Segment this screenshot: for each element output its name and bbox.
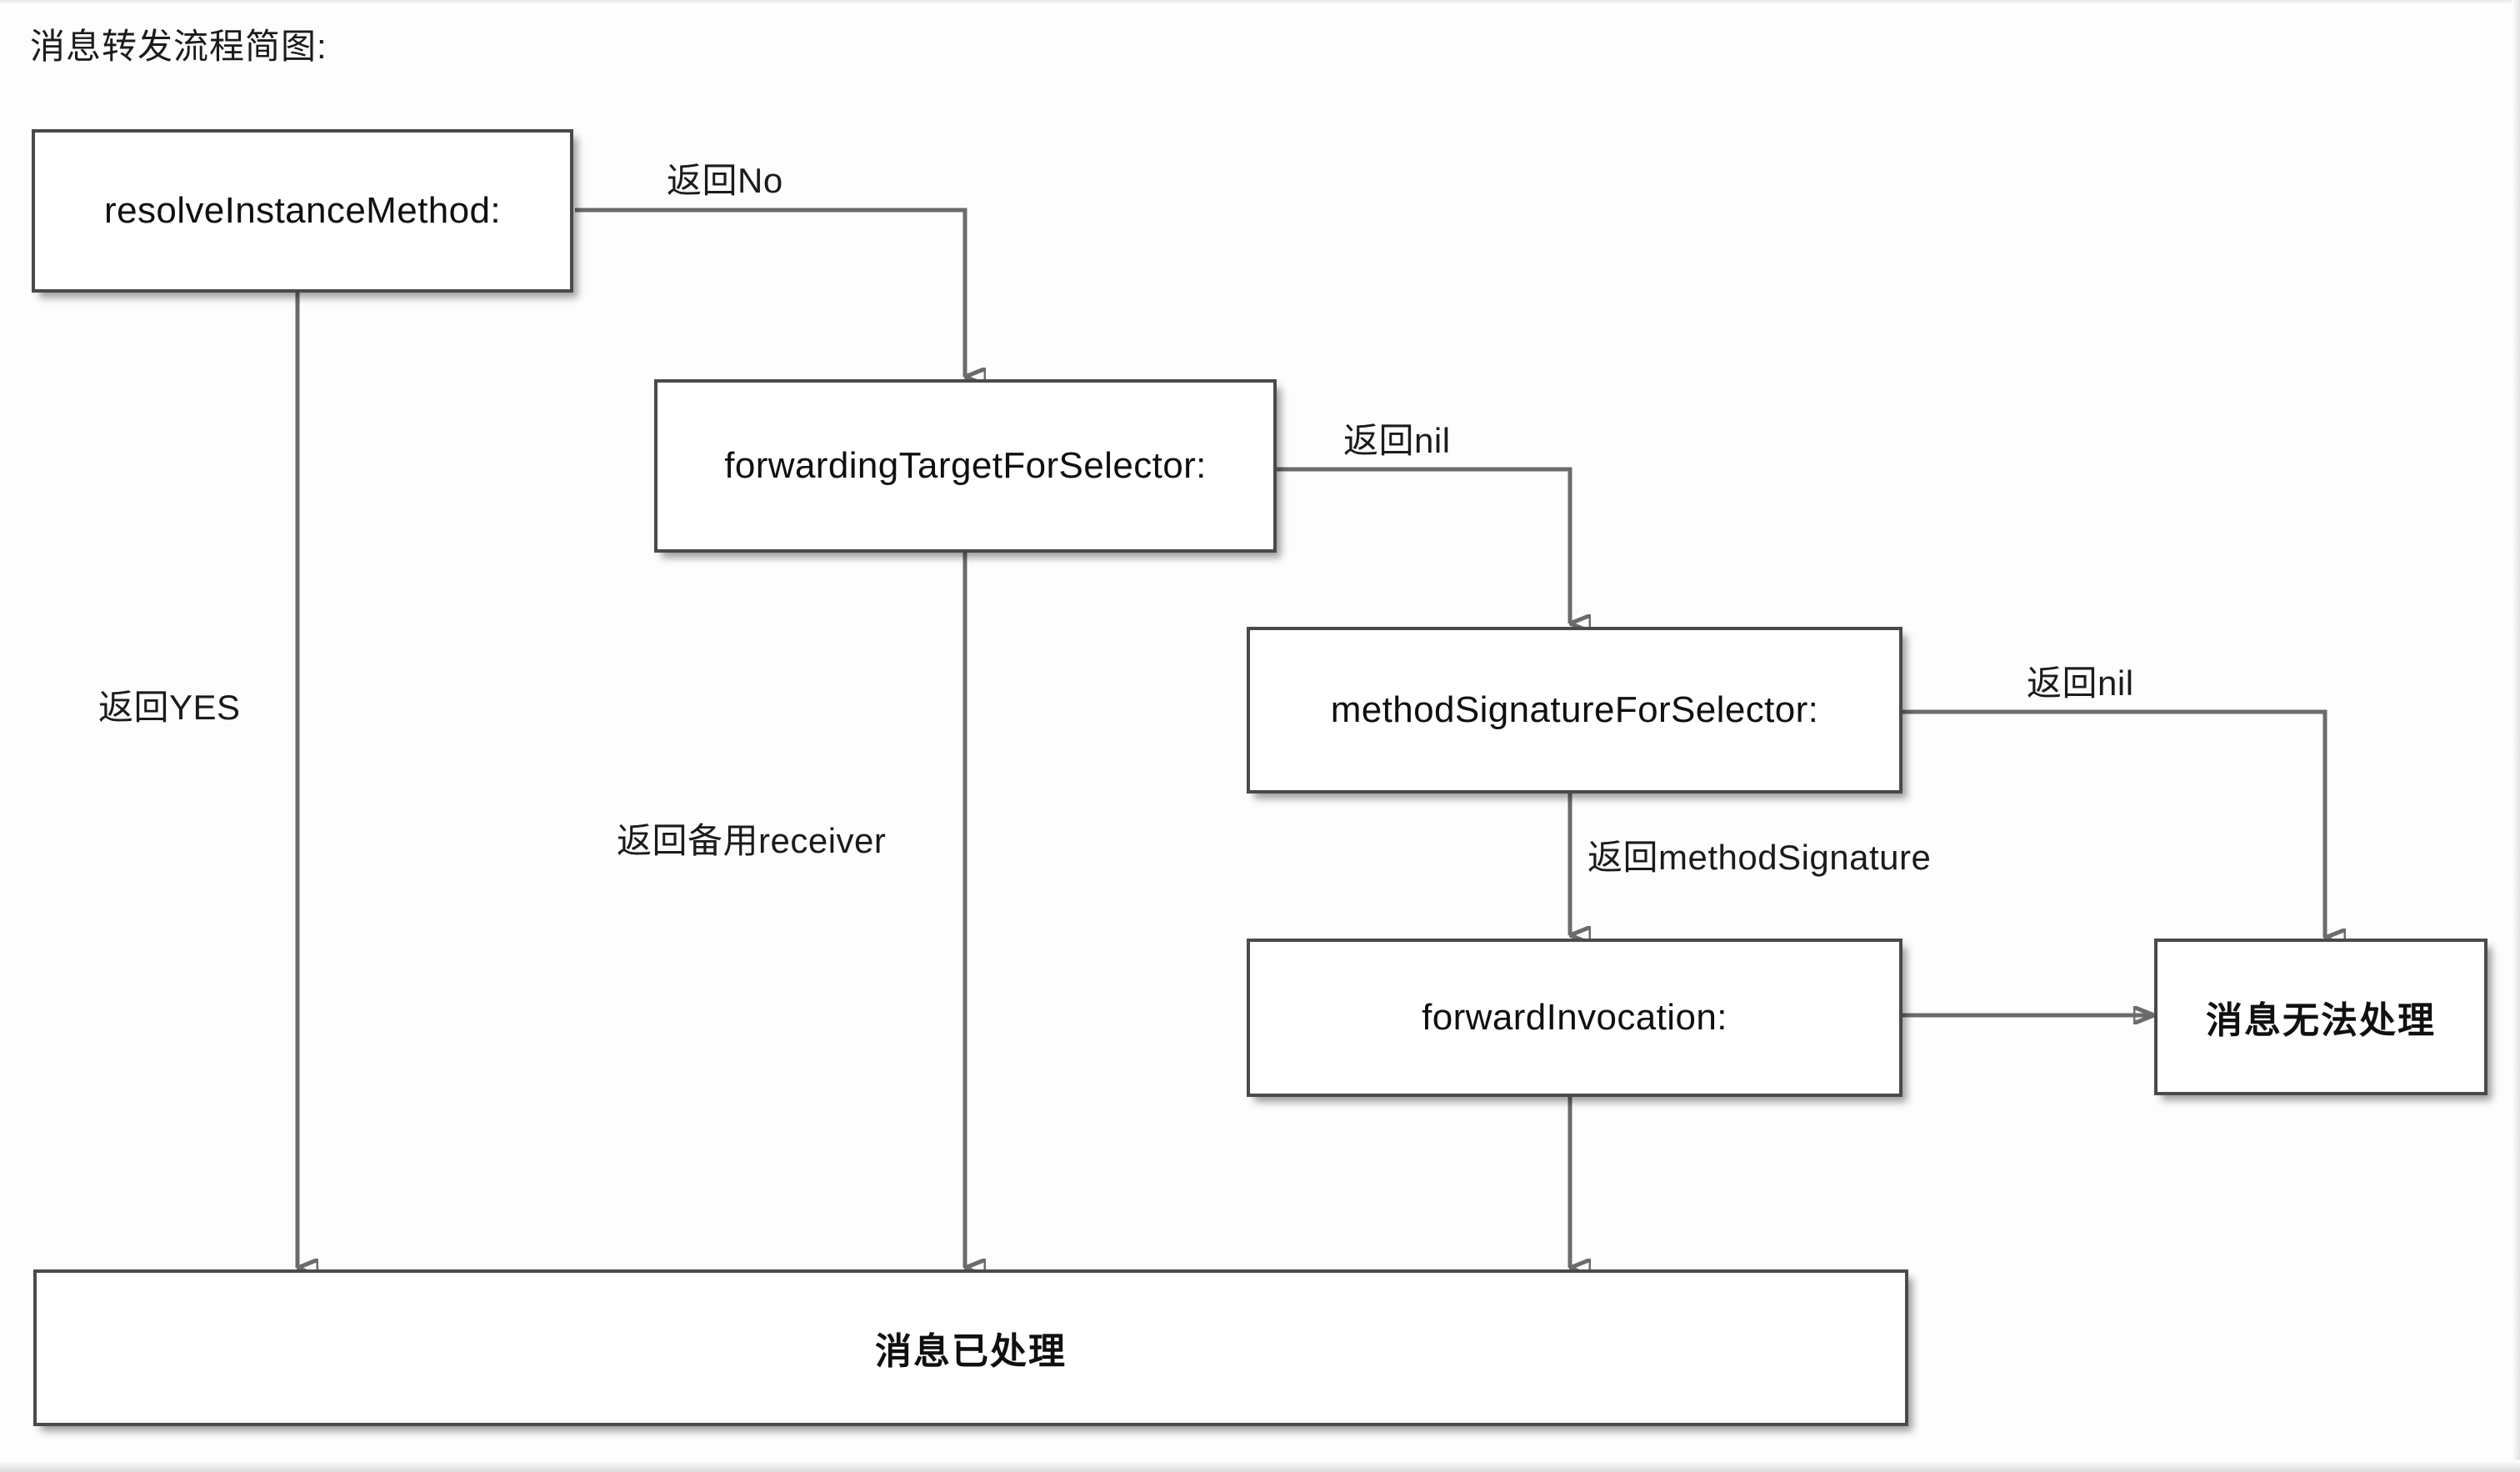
edge-label-return-method-signature: 返回methodSignature xyxy=(1588,838,1932,877)
node-forward-invocation[interactable]: forwardInvocation: xyxy=(1247,939,1902,1097)
page-edge-right xyxy=(2512,0,2520,1472)
edge-label-return-no: 返回No xyxy=(667,161,783,200)
node-message-handled[interactable]: 消息已处理 xyxy=(33,1269,1908,1426)
edge-label-return-yes: 返回YES xyxy=(98,688,241,727)
node-forwarding-target-for-selector[interactable]: forwardingTargetForSelector: xyxy=(654,379,1277,553)
edge-return-nil-2 xyxy=(1900,709,2325,938)
node-label: resolveInstanceMethod: xyxy=(104,190,501,231)
node-label: methodSignatureForSelector: xyxy=(1330,689,1819,730)
edge-label-return-nil-1: 返回nil xyxy=(1343,421,1451,460)
edge-return-nil-1 xyxy=(1275,467,1570,623)
page-edge-bottom xyxy=(0,1460,2520,1472)
node-message-unhandled[interactable]: 消息无法处理 xyxy=(2154,939,2488,1095)
edge-label-return-nil-2: 返回nil xyxy=(2027,663,2134,703)
node-label: 消息已处理 xyxy=(875,1331,1067,1372)
node-method-signature-for-selector[interactable]: methodSignatureForSelector: xyxy=(1247,627,1902,794)
node-label: forwardingTargetForSelector: xyxy=(724,445,1207,486)
node-label: forwardInvocation: xyxy=(1422,997,1728,1038)
node-resolve-instance-method[interactable]: resolveInstanceMethod: xyxy=(32,129,573,293)
edge-return-no xyxy=(575,208,965,377)
diagram-title: 消息转发流程简图: xyxy=(30,27,328,66)
edge-label-return-backup-receiver: 返回备用receiver xyxy=(617,821,887,860)
page-edge-top xyxy=(0,0,2520,5)
node-label: 消息无法处理 xyxy=(2206,1000,2436,1041)
